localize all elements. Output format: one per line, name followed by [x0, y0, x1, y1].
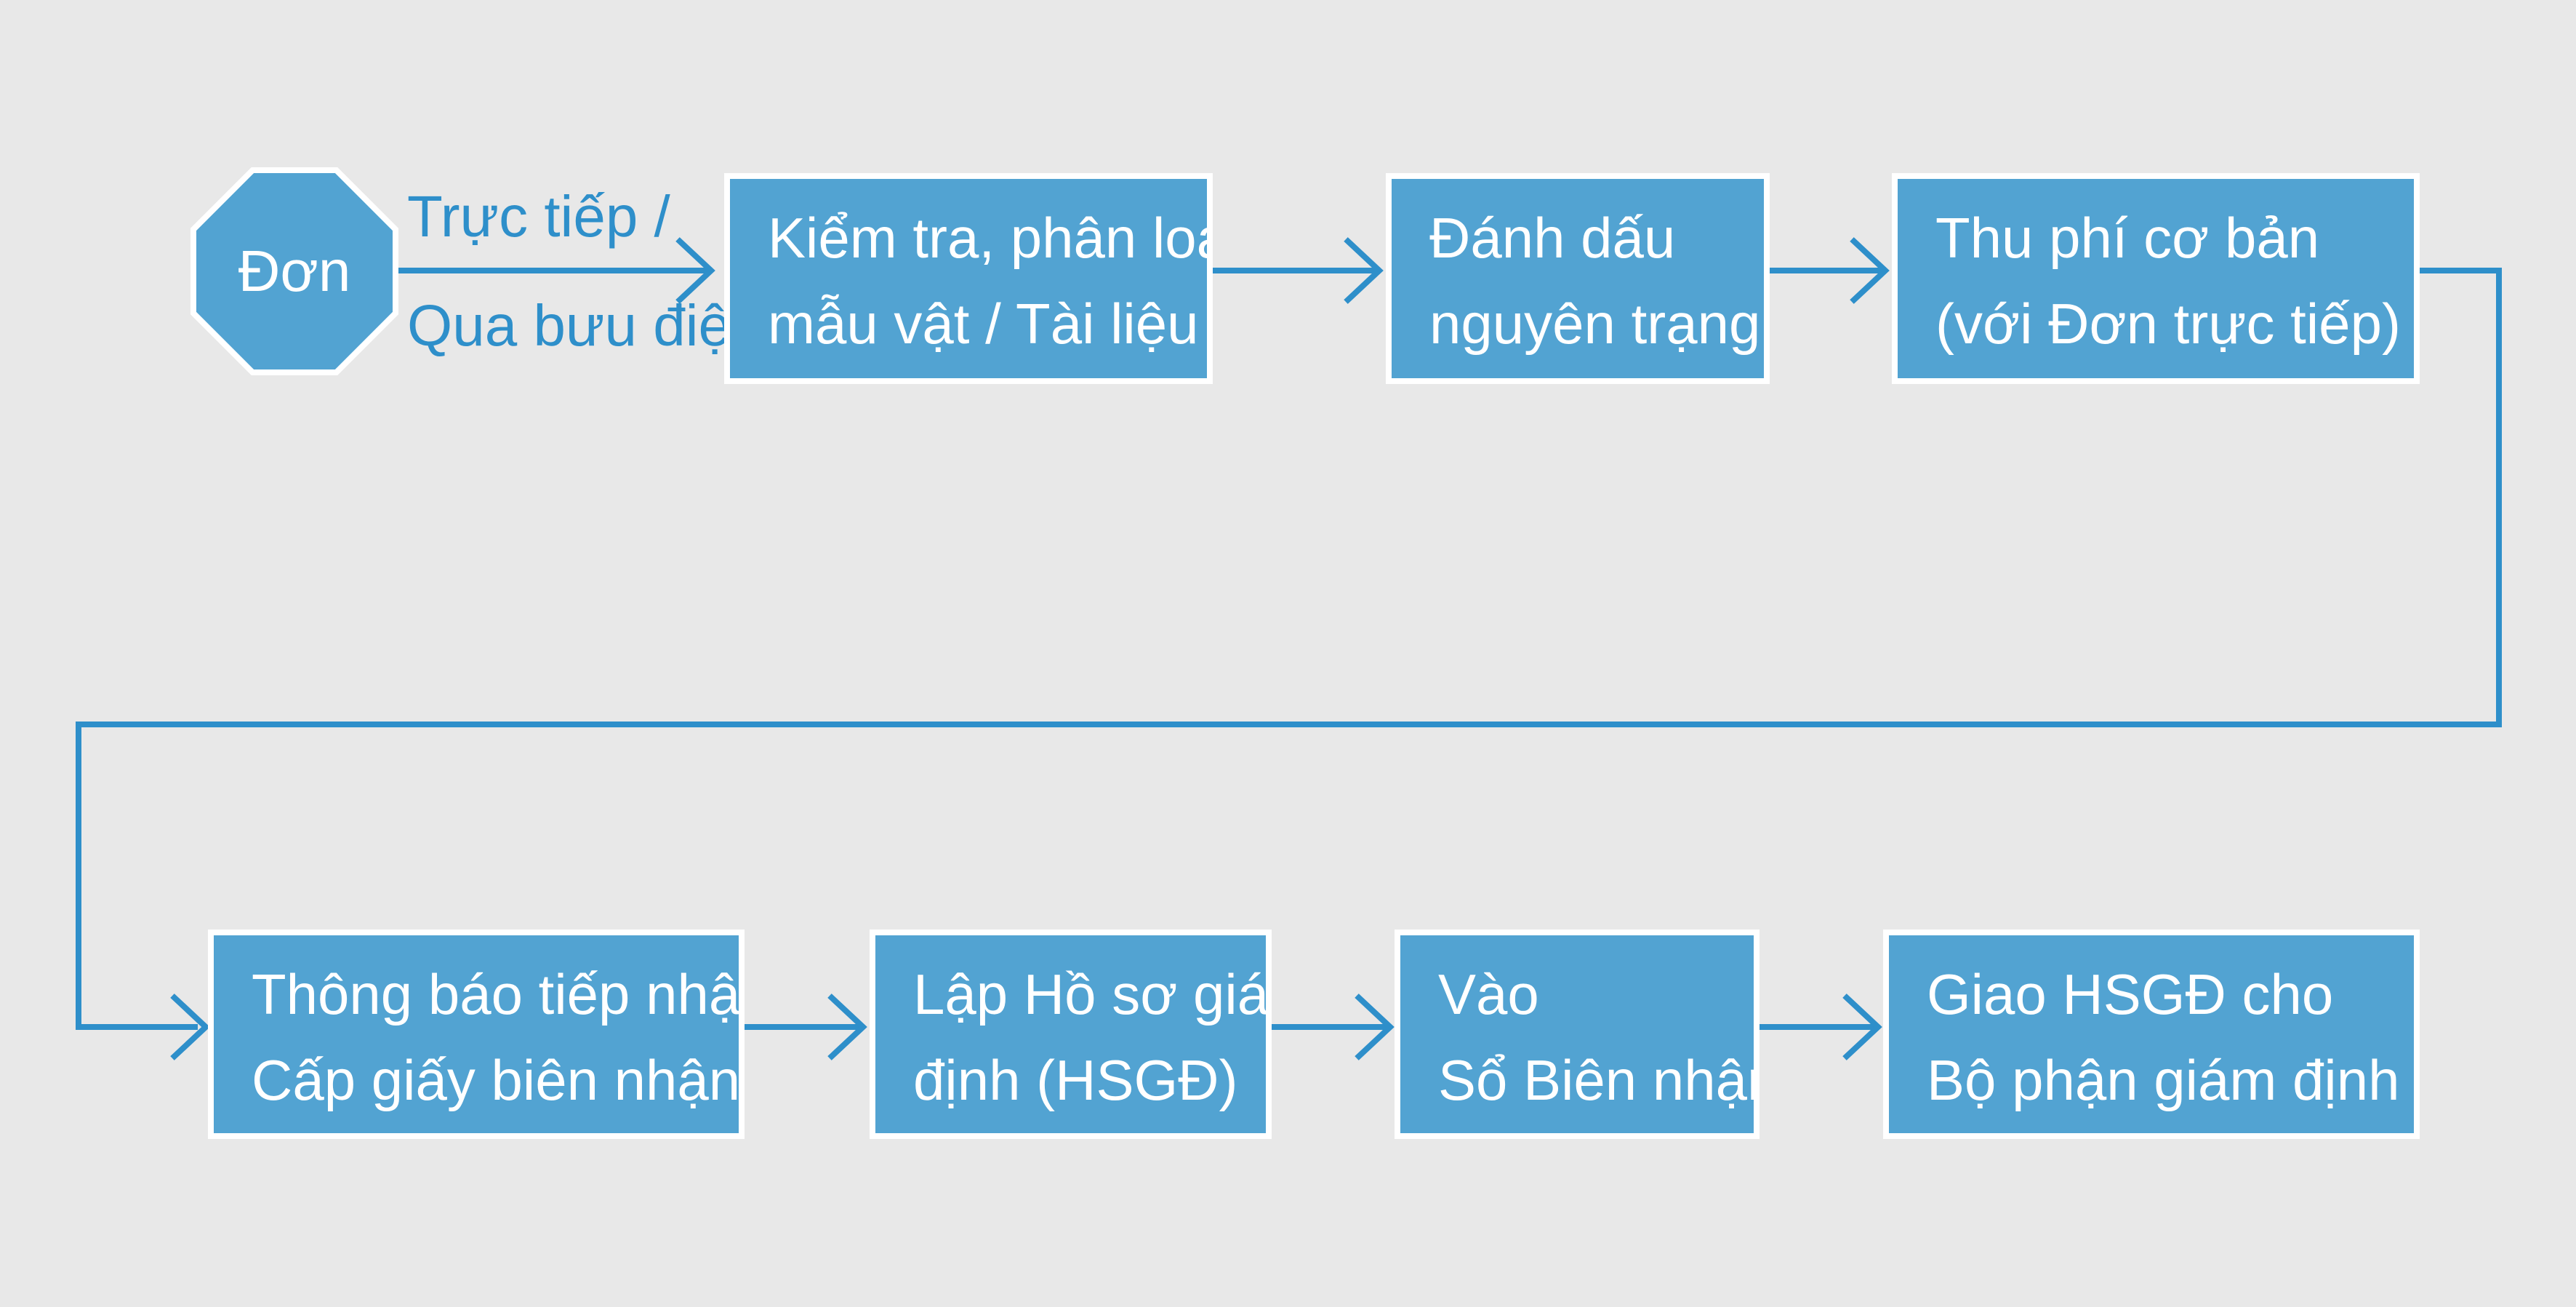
step-3-line-1: Thu phí cơ bản	[1935, 206, 2320, 270]
arrowhead-step-3	[1850, 237, 1890, 304]
step-6-box: Vào Sổ Biên nhận	[1395, 930, 1760, 1139]
arrowhead-step-5	[827, 994, 867, 1060]
step-5-line-2: định (HSGĐ)	[913, 1048, 1238, 1112]
connector-step-3-to-step-4	[76, 268, 2502, 1030]
step-5-box: Lập Hồ sơ giám định (HSGĐ)	[870, 930, 1272, 1139]
start-node: Đơn	[190, 167, 398, 375]
step-3-box: Thu phí cơ bản (với Đơn trực tiếp)	[1892, 173, 2420, 384]
arrowhead-step-4	[170, 994, 210, 1060]
start-node-label: Đơn	[196, 173, 393, 369]
step-6-line-1: Vào	[1438, 962, 1539, 1026]
step-2-box: Đánh dấu nguyên trạng	[1386, 173, 1770, 384]
edge-label-line-1: Trực tiếp /	[407, 184, 670, 249]
arrowhead-step-7	[1842, 994, 1882, 1060]
step-3-line-2: (với Đơn trực tiếp)	[1935, 292, 2401, 356]
step-1-box: Kiểm tra, phân loại mẫu vật / Tài liệu	[724, 173, 1213, 384]
step-1-line-2: mẫu vật / Tài liệu	[768, 292, 1199, 356]
step-4-line-1: Thông báo tiếp nhận /	[252, 962, 741, 1026]
step-4-box: Thông báo tiếp nhận / Cấp giấy biên nhận…	[208, 930, 745, 1139]
step-4-line-2: Cấp giấy biên nhận.	[252, 1048, 745, 1112]
step-5-line-1: Lập Hồ sơ giám	[913, 962, 1269, 1026]
step-1-line-1: Kiểm tra, phân loại	[768, 206, 1213, 270]
step-7-line-2: Bộ phận giám định	[1927, 1048, 2400, 1112]
arrowhead-step-6	[1355, 994, 1395, 1060]
step-6-line-2: Sổ Biên nhận	[1438, 1048, 1760, 1112]
step-2-line-1: Đánh dấu	[1429, 206, 1676, 270]
arrowhead-step-2	[1344, 237, 1384, 304]
edge-label-line-2: Qua bưu điện	[407, 293, 763, 358]
step-7-box: Giao HSGĐ cho Bộ phận giám định	[1883, 930, 2420, 1139]
arrowhead-step-1	[675, 237, 715, 304]
step-2-line-2: nguyên trạng	[1429, 292, 1761, 356]
step-7-line-1: Giao HSGĐ cho	[1927, 962, 2334, 1026]
